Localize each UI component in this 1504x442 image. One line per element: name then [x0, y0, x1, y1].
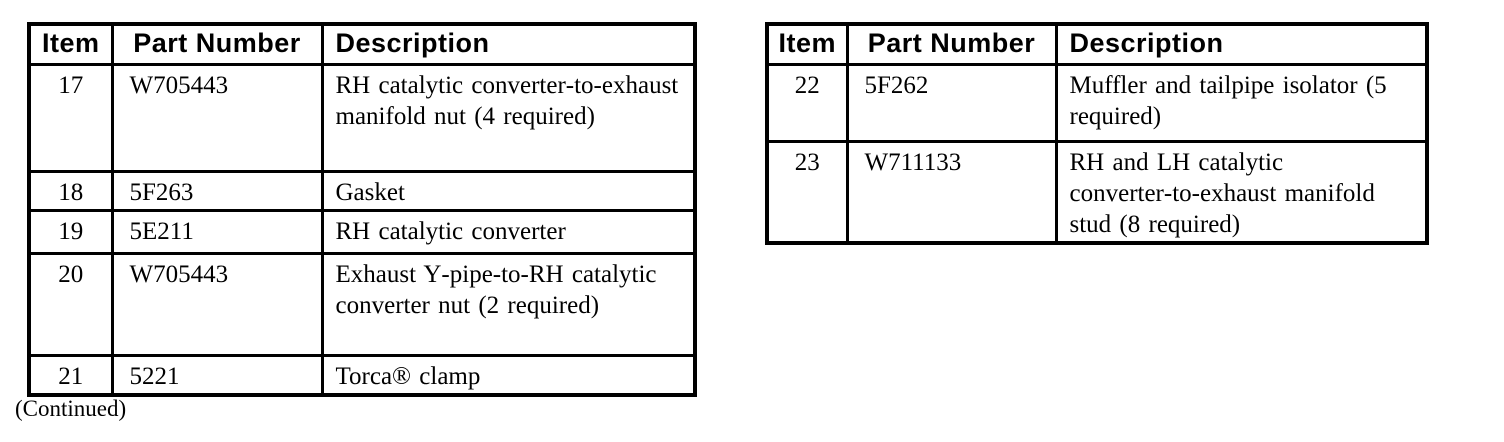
part-number-cell: 5E211: [110, 209, 324, 255]
part-number-cell: W705443: [110, 252, 324, 357]
table-row: 21 5221 Torca® clamp: [27, 354, 697, 397]
header-description: Description: [320, 22, 697, 66]
header-item: Item: [765, 22, 849, 66]
header-part-number: Part Number: [110, 22, 324, 66]
item-cell: 23: [765, 140, 849, 245]
parts-table-right: Item Part Number Description 22 5F262 Mu…: [765, 22, 1429, 245]
table-row: 17 W705443 RH catalytic converter‑to‑exh…: [27, 63, 697, 173]
item-cell: 17: [27, 63, 114, 173]
header-row: Item Part Number Description: [27, 22, 697, 66]
description-cell: Gasket: [320, 170, 697, 212]
description-cell: RH catalytic converter‑to‑exhaust manifo…: [320, 63, 697, 173]
header-item: Item: [27, 22, 114, 66]
item-cell: 19: [27, 209, 114, 255]
part-number-cell: 5F263: [110, 170, 324, 212]
parts-table-left: Item Part Number Description 17 W705443 …: [27, 22, 697, 397]
continued-note: (Continued): [15, 396, 127, 421]
description-cell: Exhaust Y‑pipe‑to‑RH catalytic converter…: [320, 252, 697, 357]
item-cell: 21: [27, 354, 114, 397]
table-row: 22 5F262 Muffler and tailpipe isolator (…: [765, 63, 1429, 143]
table-row: 20 W705443 Exhaust Y‑pipe‑to‑RH catalyti…: [27, 252, 697, 357]
table-row: 18 5F263 Gasket: [27, 170, 697, 212]
header-description: Description: [1054, 22, 1429, 66]
item-cell: 20: [27, 252, 114, 357]
item-cell: 18: [27, 170, 114, 212]
table-row: 19 5E211 RH catalytic converter: [27, 209, 697, 255]
description-cell: Muffler and tailpipe isolator (5 require…: [1054, 63, 1429, 143]
part-number-cell: 5F262: [845, 63, 1058, 143]
part-number-cell: 5221: [110, 354, 324, 397]
header-part-number: Part Number: [845, 22, 1058, 66]
description-cell: Torca® clamp: [320, 354, 697, 397]
part-number-cell: W711133: [845, 140, 1058, 245]
description-cell: RH catalytic converter: [320, 209, 697, 255]
part-number-cell: W705443: [110, 63, 324, 173]
header-row: Item Part Number Description: [765, 22, 1429, 66]
item-cell: 22: [765, 63, 849, 143]
description-cell: RH and LH catalytic converter‑to‑exhaust…: [1054, 140, 1429, 245]
table-row: 23 W711133 RH and LH catalytic converter…: [765, 140, 1429, 245]
